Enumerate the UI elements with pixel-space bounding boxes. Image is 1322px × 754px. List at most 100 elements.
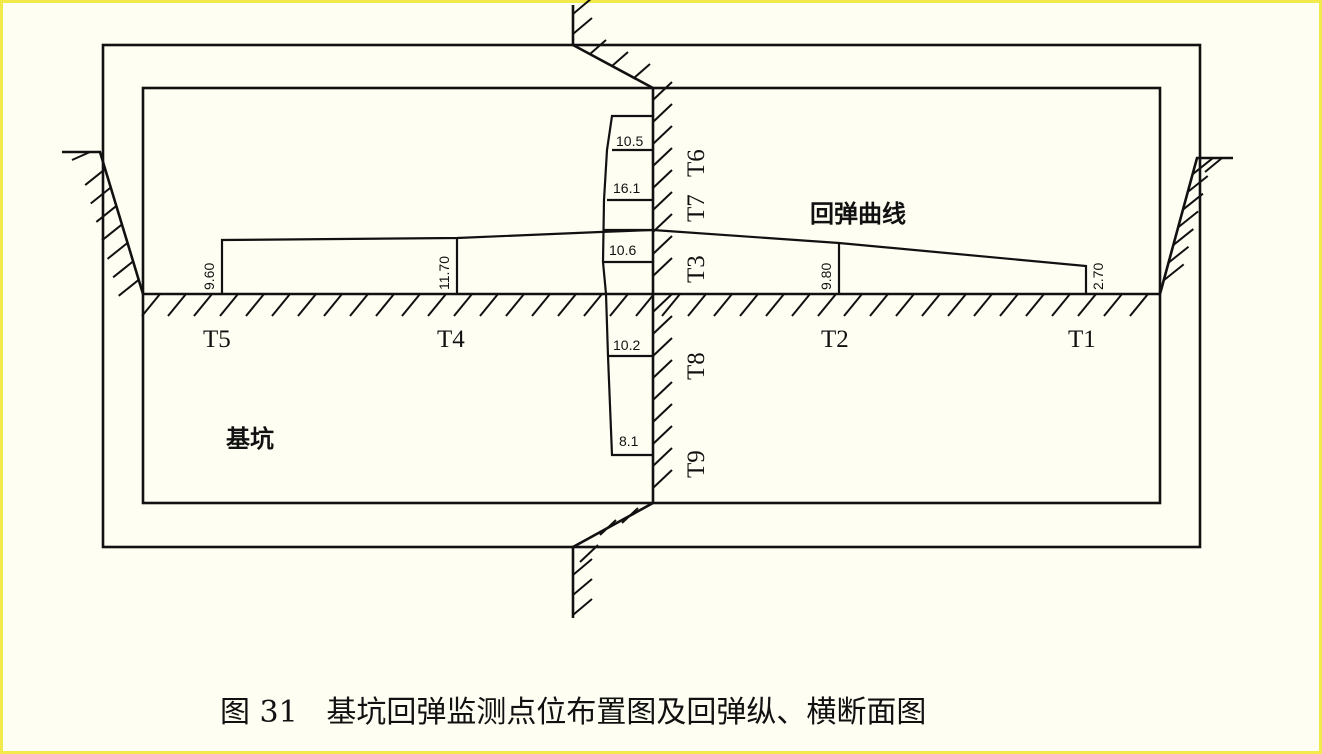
hatch-mark-baseline: [479, 293, 499, 317]
hatch-mark-center-top: [652, 147, 673, 167]
hatch-mark-center-top: [652, 169, 673, 189]
value-t6: 10.5: [616, 133, 643, 149]
hatch-mark-left-slope: [90, 186, 112, 205]
hatch-mark-baseline: [219, 293, 239, 317]
hatch-mark-left-slope: [106, 242, 129, 260]
hatch-mark-center-top: [652, 81, 673, 101]
hatch-mark-bottom-stem: [572, 578, 593, 596]
hatch-mark-top-stem: [572, 17, 593, 35]
hatch-mark-baseline: [1103, 293, 1123, 317]
hatch-mark-baseline: [375, 293, 395, 317]
hatch-mark-baseline: [1025, 293, 1045, 317]
hatch-mark-center-top: [652, 191, 673, 211]
hatch-mark-bottom-stem: [572, 598, 593, 616]
hatch-mark-baseline: [271, 293, 291, 317]
pit-label: 基坑: [226, 425, 274, 453]
label-t6: T6: [683, 149, 710, 177]
hatch-mark-baseline: [297, 293, 317, 317]
label-t8: T8: [683, 352, 710, 380]
hatch-mark-baseline: [453, 293, 473, 317]
hatch-mark-center-top: [652, 235, 673, 255]
hatch-mark-baseline: [791, 293, 811, 317]
hatch-mark-baseline: [661, 293, 681, 317]
hatch-mark-center-top: [652, 213, 673, 233]
hatch-mark-left-slope: [118, 279, 140, 297]
label-t4: T4: [437, 326, 465, 353]
hatch-mark-top-diag: [611, 51, 629, 67]
hatch-mark-baseline: [973, 293, 993, 317]
value-t9: 8.1: [619, 433, 639, 449]
value-t1: 2.70: [1090, 263, 1106, 290]
hatch-mark-right-slope: [1191, 157, 1214, 176]
hatch-mark-bottom-stem: [572, 558, 593, 576]
hatch-mark-center-bottom: [652, 403, 673, 423]
hatch-mark-baseline: [817, 293, 837, 317]
hatch-mark-bottom-diag: [579, 544, 599, 563]
hatch-mark-left-slope: [101, 223, 123, 242]
hatch-mark-top-diag: [633, 63, 651, 79]
hatch-mark-center-top: [652, 103, 673, 123]
label-t5: T5: [203, 326, 231, 353]
hatch-mark-center-bottom: [652, 381, 673, 401]
hatch-mark-baseline: [713, 293, 733, 317]
hatch-mark-baseline: [869, 293, 889, 317]
value-t2: 9.80: [818, 263, 834, 290]
value-t4: 11.70: [436, 256, 452, 290]
hatch-mark-baseline: [687, 293, 707, 317]
hatch-mark-baseline: [1129, 293, 1149, 317]
hatch-mark-left-top: [71, 151, 91, 161]
hatch-mark-baseline: [557, 293, 577, 317]
hatch-mark-baseline: [427, 293, 447, 317]
value-t5: 9.60: [201, 263, 217, 290]
value-t7: 16.1: [613, 180, 640, 196]
label-t2: T2: [821, 326, 849, 353]
label-t3: T3: [683, 255, 710, 283]
hatch-mark-baseline: [1051, 293, 1071, 317]
hatch-mark-baseline: [635, 293, 655, 317]
hatch-mark-baseline: [921, 293, 941, 317]
hatch-mark-baseline: [765, 293, 785, 317]
hatch-mark-center-top: [652, 257, 673, 277]
hatch-mark-bottom-diag: [621, 507, 639, 524]
hatch-mark-right-slope: [1177, 210, 1199, 229]
hatch-mark-baseline: [323, 293, 343, 317]
curve-label: 回弹曲线: [810, 200, 906, 228]
label-t7: T7: [683, 194, 710, 222]
label-t9: T9: [683, 450, 710, 478]
hatch-mark-baseline: [739, 293, 759, 317]
hatch-mark-bottom-diag: [599, 519, 617, 536]
hatch-mark-top-diag: [589, 39, 607, 55]
hatch-mark-left-slope: [112, 260, 134, 279]
hatch-mark-baseline: [531, 293, 551, 317]
outer-boundary: [101, 43, 1202, 549]
hatch-mark-baseline: [505, 293, 525, 317]
hatch-mark-baseline: [245, 293, 265, 317]
hatch-mark-baseline: [609, 293, 629, 317]
hatch-mark-center-bottom: [652, 425, 673, 445]
hatch-mark-center-bottom: [652, 359, 673, 379]
hatch-mark-right-slope: [1182, 192, 1204, 211]
hatch-mark-right-slope: [1187, 175, 1209, 193]
hatch-mark-top-stem: [572, 0, 592, 15]
hatch-mark-baseline: [1077, 293, 1097, 317]
hatch-mark-baseline: [947, 293, 967, 317]
hatch-mark-right-slope: [1163, 263, 1185, 282]
hatch-mark-left-slope: [95, 205, 117, 223]
bottom-soil-line: [571, 294, 655, 618]
hatch-mark-baseline: [349, 293, 369, 317]
hatch-mark-baseline: [583, 293, 603, 317]
label-t1: T1: [1068, 326, 1096, 353]
hatch-mark-right-slope: [1167, 245, 1190, 264]
value-t8: 10.2: [613, 337, 640, 353]
hatch-mark-baseline: [167, 293, 187, 317]
hatch-mark-baseline: [141, 293, 161, 317]
hatch-mark-center-bottom: [652, 315, 673, 335]
hatch-mark-center-bottom: [652, 337, 673, 357]
hatch-mark-right-slope: [1172, 228, 1194, 246]
value-t3: 10.6: [609, 242, 636, 258]
hatch-mark-baseline: [193, 293, 213, 317]
figure-caption: 图 31 基坑回弹监测点位布置图及回弹纵、横断面图: [220, 695, 926, 730]
left-slope: [62, 150, 145, 295]
